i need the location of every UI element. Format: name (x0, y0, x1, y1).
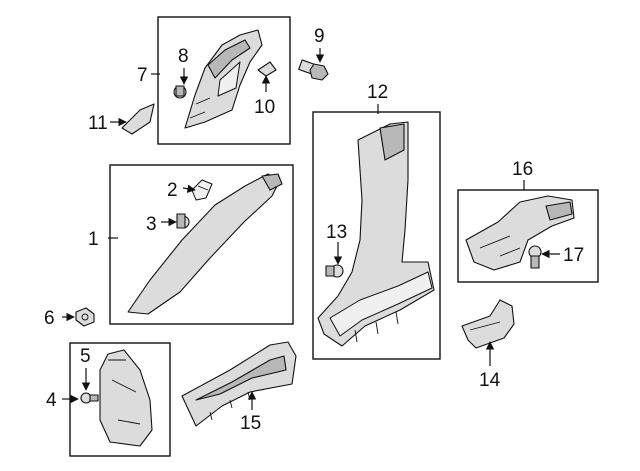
clip-13[interactable] (325, 264, 344, 278)
bracket-16[interactable] (465, 195, 575, 271)
upper-trim-panel[interactable] (184, 29, 263, 129)
clip-2[interactable] (191, 179, 213, 201)
bracket-14[interactable] (461, 299, 515, 349)
callout-labels: 1 2 3 4 5 6 7 8 9 10 11 12 13 14 15 16 1… (44, 26, 584, 434)
b-pillar-trim[interactable] (317, 121, 435, 347)
callout-14: 14 (479, 370, 501, 391)
nut-6[interactable] (75, 307, 95, 327)
callout-6: 6 (44, 308, 55, 329)
callout-4: 4 (46, 390, 57, 411)
callout-2: 2 (167, 180, 178, 201)
callout-7: 7 (137, 65, 148, 86)
callout-10: 10 (254, 97, 275, 118)
a-pillar-trim[interactable] (127, 173, 283, 315)
callout-13: 13 (326, 222, 347, 243)
callout-15: 15 (240, 413, 261, 434)
clip-17[interactable] (528, 245, 542, 269)
clip-8[interactable] (173, 85, 187, 99)
callout-9: 9 (314, 26, 325, 47)
clip-3[interactable] (176, 213, 190, 229)
callout-8: 8 (178, 46, 189, 67)
group-box-1 (109, 164, 294, 325)
group-box-16 (457, 189, 599, 283)
leader-lines (62, 48, 560, 410)
bolt-9[interactable] (298, 59, 329, 81)
callout-1: 1 (88, 229, 99, 250)
callout-12: 12 (367, 82, 388, 103)
callout-11: 11 (88, 113, 108, 134)
clip-10[interactable] (257, 61, 277, 77)
kick-panel-4[interactable] (99, 349, 153, 447)
group-box-7 (157, 16, 291, 145)
group-box-12 (312, 111, 441, 360)
screw-5[interactable] (80, 392, 99, 404)
callout-3: 3 (146, 214, 157, 235)
callout-5: 5 (80, 346, 91, 367)
callout-16: 16 (512, 159, 533, 180)
sill-plate-15[interactable] (181, 341, 297, 427)
trim-piece-11[interactable] (121, 103, 155, 135)
callout-17: 17 (563, 245, 584, 266)
